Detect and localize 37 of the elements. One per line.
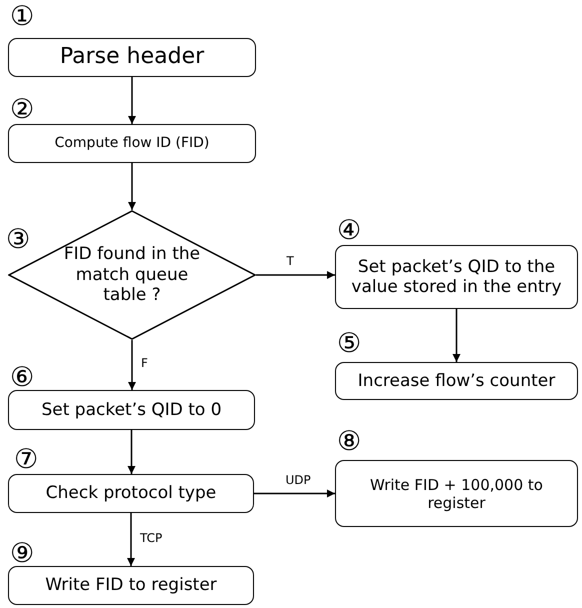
step-text: Parse header bbox=[60, 44, 204, 71]
step-text: Increase flow’s counter bbox=[358, 370, 556, 392]
process-box bbox=[335, 362, 578, 400]
process-box bbox=[335, 245, 578, 309]
process-box bbox=[8, 38, 256, 77]
step-number: ⑧ bbox=[337, 428, 361, 455]
step-number: ② bbox=[10, 96, 34, 123]
process-box bbox=[8, 474, 254, 513]
arrow bbox=[128, 430, 136, 474]
step-text: Write FID + 100,000 to register bbox=[369, 476, 544, 512]
step-number: ③ bbox=[6, 226, 30, 253]
process-box bbox=[8, 566, 254, 605]
edge-label: UDP bbox=[284, 474, 312, 487]
arrow bbox=[128, 163, 136, 210]
step-number: ④ bbox=[337, 217, 361, 244]
edge-label: TCP bbox=[139, 532, 164, 545]
arrow bbox=[128, 340, 136, 390]
step-text: Set packet’s QID to the value stored in the entry bbox=[350, 256, 563, 298]
arrow bbox=[256, 271, 335, 279]
arrow bbox=[127, 513, 135, 566]
step-number: ⑤ bbox=[337, 330, 361, 357]
step-number: ⑨ bbox=[10, 540, 34, 567]
process-box bbox=[8, 390, 255, 430]
decision-diamond bbox=[8, 210, 256, 340]
step-number: ① bbox=[10, 3, 34, 30]
step-text: Compute flow ID (FID) bbox=[54, 135, 210, 152]
arrow bbox=[452, 309, 460, 362]
arrow bbox=[254, 490, 335, 498]
step-number: ⑦ bbox=[14, 446, 38, 473]
step-text: Set packet’s QID to 0 bbox=[41, 400, 222, 420]
process-box bbox=[8, 124, 256, 163]
arrow bbox=[128, 77, 136, 124]
step-number: ⑥ bbox=[10, 364, 34, 391]
process-box bbox=[335, 460, 578, 527]
step-text: Check protocol type bbox=[46, 483, 216, 504]
step-text: Write FID to register bbox=[45, 575, 217, 596]
step-text: FID found in the match queue table ? bbox=[62, 244, 202, 306]
